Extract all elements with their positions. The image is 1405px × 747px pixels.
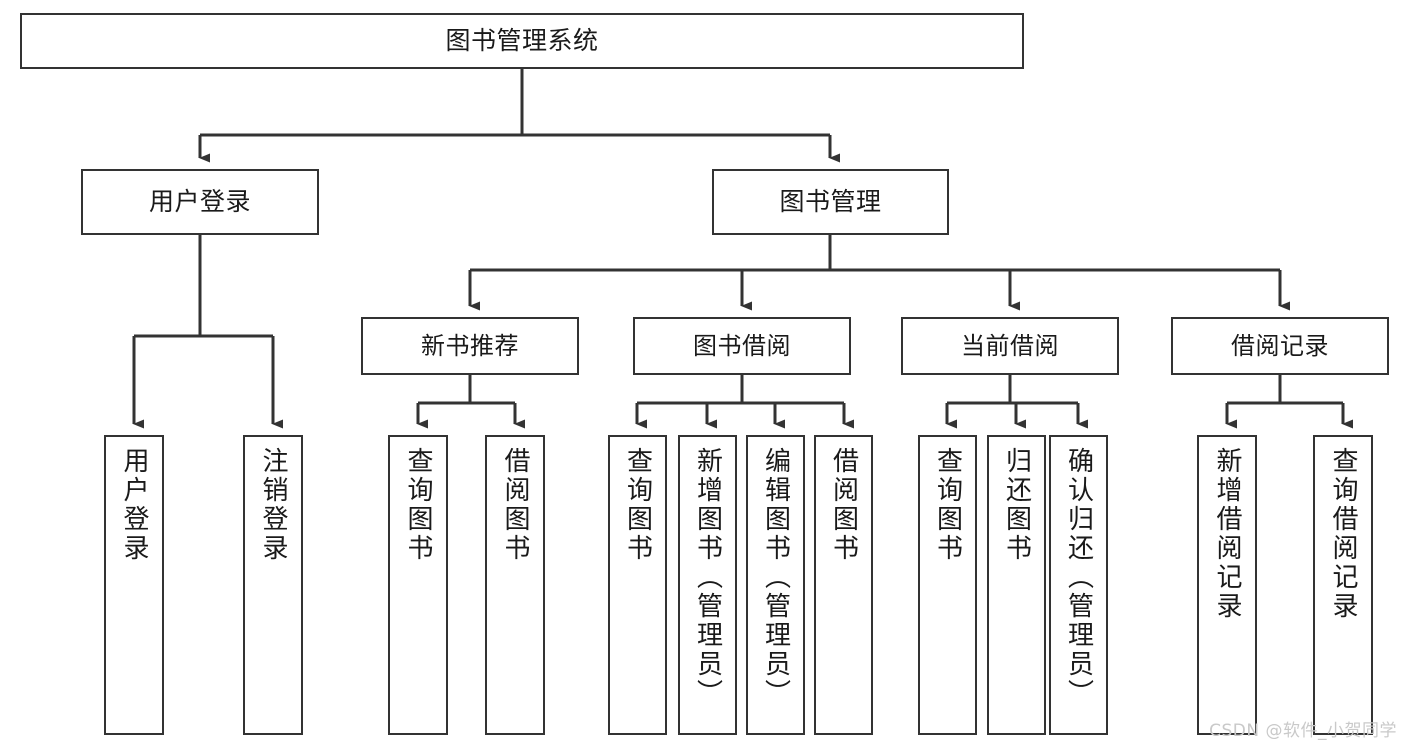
node-leaf-query-borrow-record-label: 查询借阅记录 bbox=[1328, 447, 1358, 621]
node-book-borrow-label: 图书借阅 bbox=[693, 331, 791, 360]
node-leaf-edit-book-admin[interactable]: 编辑图书（管理员） bbox=[746, 435, 805, 735]
node-leaf-query-book-3-label: 查询图书 bbox=[932, 447, 963, 563]
node-leaf-query-borrow-record[interactable]: 查询借阅记录 bbox=[1313, 435, 1373, 735]
node-book-manage[interactable]: 图书管理 bbox=[712, 169, 949, 235]
node-leaf-return-book-label: 归还图书 bbox=[1001, 447, 1032, 563]
node-borrow-record[interactable]: 借阅记录 bbox=[1171, 317, 1389, 375]
node-leaf-confirm-return-admin[interactable]: 确认归还（管理员） bbox=[1049, 435, 1108, 735]
node-new-book-rec[interactable]: 新书推荐 bbox=[361, 317, 579, 375]
node-leaf-user-login-label: 用户登录 bbox=[119, 447, 149, 563]
node-leaf-borrow-book-2-label: 借阅图书 bbox=[828, 447, 859, 563]
node-root[interactable]: 图书管理系统 bbox=[20, 13, 1024, 69]
node-leaf-query-book-1[interactable]: 查询图书 bbox=[388, 435, 448, 735]
node-leaf-add-borrow-record-label: 新增借阅记录 bbox=[1212, 447, 1242, 621]
node-leaf-return-book[interactable]: 归还图书 bbox=[987, 435, 1046, 735]
node-leaf-query-book-2-label: 查询图书 bbox=[622, 447, 653, 563]
node-new-book-rec-label: 新书推荐 bbox=[421, 331, 519, 360]
node-user-login-label: 用户登录 bbox=[148, 187, 251, 217]
node-leaf-borrow-book-1[interactable]: 借阅图书 bbox=[485, 435, 545, 735]
node-book-borrow[interactable]: 图书借阅 bbox=[633, 317, 851, 375]
node-leaf-query-book-1-label: 查询图书 bbox=[403, 447, 433, 563]
node-book-manage-label: 图书管理 bbox=[779, 187, 882, 217]
node-leaf-add-borrow-record[interactable]: 新增借阅记录 bbox=[1197, 435, 1257, 735]
node-current-borrow[interactable]: 当前借阅 bbox=[901, 317, 1119, 375]
node-leaf-user-login[interactable]: 用户登录 bbox=[104, 435, 164, 735]
node-user-login[interactable]: 用户登录 bbox=[81, 169, 319, 235]
node-current-borrow-label: 当前借阅 bbox=[961, 331, 1059, 360]
node-leaf-query-book-2[interactable]: 查询图书 bbox=[608, 435, 667, 735]
node-root-label: 图书管理系统 bbox=[445, 26, 599, 56]
node-leaf-borrow-book-1-label: 借阅图书 bbox=[500, 447, 530, 563]
node-leaf-add-book-admin-label: 新增图书（管理员） bbox=[692, 447, 723, 708]
node-leaf-user-logout[interactable]: 注销登录 bbox=[243, 435, 303, 735]
node-leaf-query-book-3[interactable]: 查询图书 bbox=[918, 435, 977, 735]
node-borrow-record-label: 借阅记录 bbox=[1231, 331, 1329, 360]
watermark-text: CSDN @软件_小贺同学 bbox=[1209, 721, 1397, 741]
node-leaf-borrow-book-2[interactable]: 借阅图书 bbox=[814, 435, 873, 735]
node-leaf-user-logout-label: 注销登录 bbox=[258, 447, 288, 563]
node-leaf-edit-book-admin-label: 编辑图书（管理员） bbox=[760, 447, 791, 708]
node-leaf-add-book-admin[interactable]: 新增图书（管理员） bbox=[678, 435, 737, 735]
node-leaf-confirm-return-admin-label: 确认归还（管理员） bbox=[1063, 447, 1094, 708]
